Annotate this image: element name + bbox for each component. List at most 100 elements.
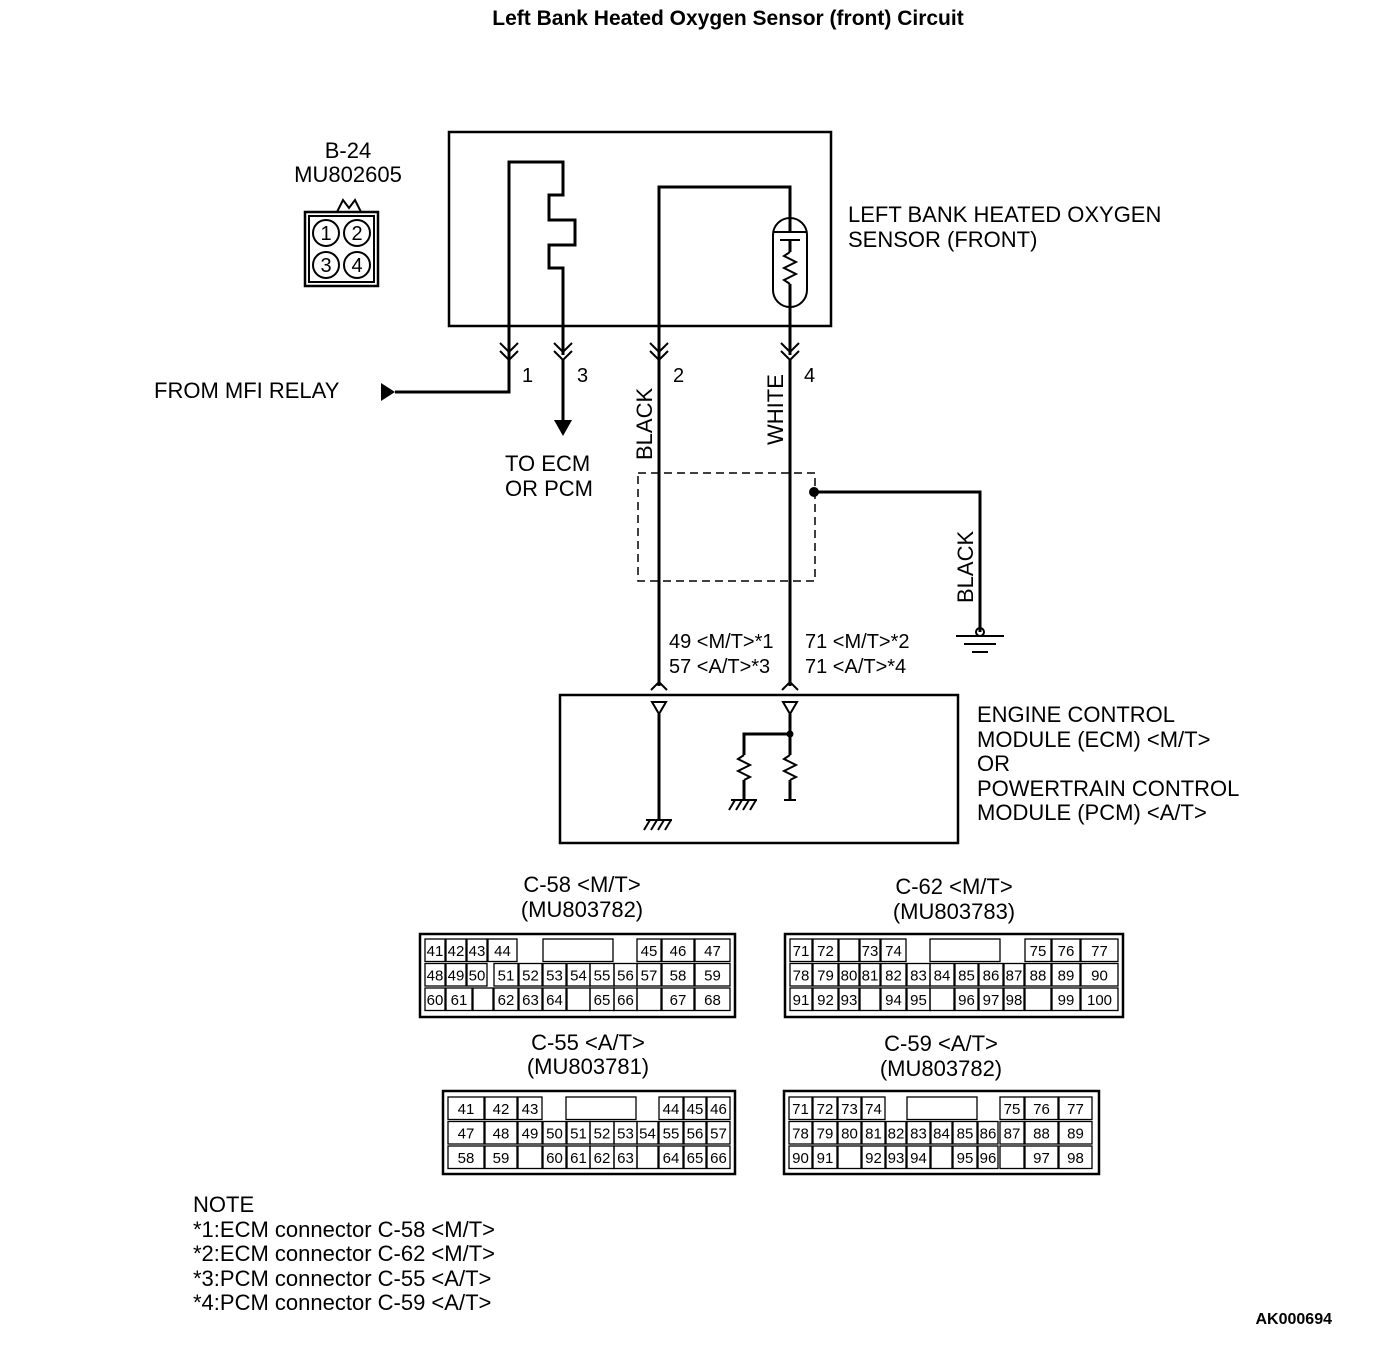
connector-cell <box>906 1145 931 1170</box>
connector-name: C-59 <A/T> <box>884 1031 998 1056</box>
terminal-left-line2: 57 <A/T>*3 <box>669 656 770 678</box>
connector-cell <box>999 1096 1025 1121</box>
connector-cell-label: 95 <box>957 1150 974 1167</box>
connector-cell-label: 81 <box>865 1125 882 1142</box>
connector-cell-label: 58 <box>670 967 687 984</box>
connector-cell-label: 65 <box>594 992 611 1009</box>
connector-cell <box>880 938 907 963</box>
connector-cell-label: 45 <box>641 943 658 960</box>
connector-cell-label: 79 <box>817 967 834 984</box>
connector-cell <box>445 938 467 963</box>
connector-cell-label: 95 <box>910 992 927 1009</box>
connector-cell <box>837 1120 862 1145</box>
connector-cell-label: 96 <box>958 992 975 1009</box>
connector-cell <box>1051 938 1081 963</box>
connector-cell <box>683 1145 707 1170</box>
connector-cell <box>518 987 543 1012</box>
connector-cell <box>788 1120 813 1145</box>
ecm-label-line5: MODULE (PCM) <A/T> <box>977 800 1207 825</box>
terminal-right-line2: 71 <A/T>*4 <box>805 656 906 678</box>
connector-cell <box>636 938 662 963</box>
connector-cell <box>636 1120 659 1145</box>
connector-cell <box>661 938 695 963</box>
connector-pin-3: 3 <box>320 255 331 277</box>
connector-blank-cell <box>929 987 955 1012</box>
connector-cell-label: 53 <box>617 1125 634 1142</box>
connector-cell-label: 55 <box>663 1125 680 1142</box>
connector-cell-label: 57 <box>710 1125 727 1142</box>
connector-cell <box>424 938 446 963</box>
connector-cell <box>838 962 860 987</box>
connector-cell-label: 48 <box>427 967 444 984</box>
connector-cell-label: 57 <box>641 967 658 984</box>
connector-cell <box>812 1120 838 1145</box>
connector-cell <box>929 962 955 987</box>
connector-cell-label: 72 <box>817 1101 834 1118</box>
connector-cell-label: 88 <box>1033 1125 1050 1142</box>
oxygen-sensor <box>447 130 833 360</box>
connector-blank-cell <box>636 1145 659 1170</box>
note-3: *3:PCM connector C-55 <A/T> <box>193 1266 491 1291</box>
connector-cell-label: 90 <box>1091 967 1108 984</box>
connector-cell <box>999 1120 1025 1145</box>
connector-cell-label: 76 <box>1058 943 1075 960</box>
connector-cell-label: 62 <box>594 1150 611 1167</box>
connector-cell <box>518 962 543 987</box>
connector-cell <box>493 962 519 987</box>
ground-symbol-icon <box>956 627 1004 653</box>
connector-cell <box>1080 962 1119 987</box>
sensor-connector-id: B-24 <box>325 138 371 163</box>
connector-cell <box>542 1120 567 1145</box>
connector-cell-label: 71 <box>793 943 810 960</box>
connector-cell-label: 75 <box>1030 943 1047 960</box>
connector-cell <box>694 962 731 987</box>
connector-cell <box>1080 938 1119 963</box>
connector-cell-label: 50 <box>469 967 486 984</box>
connector-cell-label: 62 <box>498 992 515 1009</box>
note-2: *2:ECM connector C-62 <M/T> <box>193 1241 495 1266</box>
connector-cell-label: 72 <box>817 943 834 960</box>
connector-cell <box>1003 962 1025 987</box>
connector-cell <box>1051 962 1081 987</box>
connector-cell-label: 82 <box>885 967 902 984</box>
to-ecm-label-line2: OR PCM <box>505 476 593 501</box>
connector-cell-label: 44 <box>663 1101 680 1118</box>
connector-cell-label: 86 <box>983 967 1000 984</box>
connector-cell-label: 73 <box>862 943 879 960</box>
connector-cell-label: 74 <box>865 1101 882 1118</box>
connector-cell-label: 92 <box>865 1150 882 1167</box>
connector-cell <box>952 1120 978 1145</box>
connector-cell-label: 51 <box>570 1125 587 1142</box>
connector-cell-label: 84 <box>934 967 951 984</box>
connector-part: (MU803781) <box>527 1054 649 1079</box>
connector-cell-label: 46 <box>670 943 687 960</box>
connector-cell-label: 85 <box>957 1125 974 1142</box>
connector-blank-cell <box>542 938 614 963</box>
connector-cell-label: 83 <box>910 967 927 984</box>
connector-cell-label: 100 <box>1087 992 1112 1009</box>
connector-cell-label: 80 <box>841 967 858 984</box>
connector-blank-cell <box>906 1096 978 1121</box>
connector-cell-label: 81 <box>862 967 879 984</box>
connector-cell <box>493 987 519 1012</box>
connector-cell-label: 54 <box>639 1125 656 1142</box>
connector-cell <box>812 938 839 963</box>
ecm-label-line4: POWERTRAIN CONTROL <box>977 776 1239 801</box>
connector-cell <box>445 962 467 987</box>
connector-cell-label: 87 <box>1006 967 1023 984</box>
connector-cell <box>636 962 662 987</box>
connector-cell <box>885 1120 907 1145</box>
connector-cell <box>661 987 695 1012</box>
connector-cell-label: 52 <box>522 967 539 984</box>
connector-cell-label: 99 <box>1058 992 1075 1009</box>
connector-cell <box>978 962 1004 987</box>
connector-cell-label: 59 <box>493 1150 510 1167</box>
connector-pin-1: 1 <box>320 223 331 245</box>
connector-cell-label: 60 <box>427 992 444 1009</box>
connector-cell-label: 83 <box>910 1125 927 1142</box>
to-ecm-arrow-icon <box>554 420 572 436</box>
connector-blank-cell <box>566 987 591 1012</box>
connector-blank-cell <box>837 1145 862 1170</box>
